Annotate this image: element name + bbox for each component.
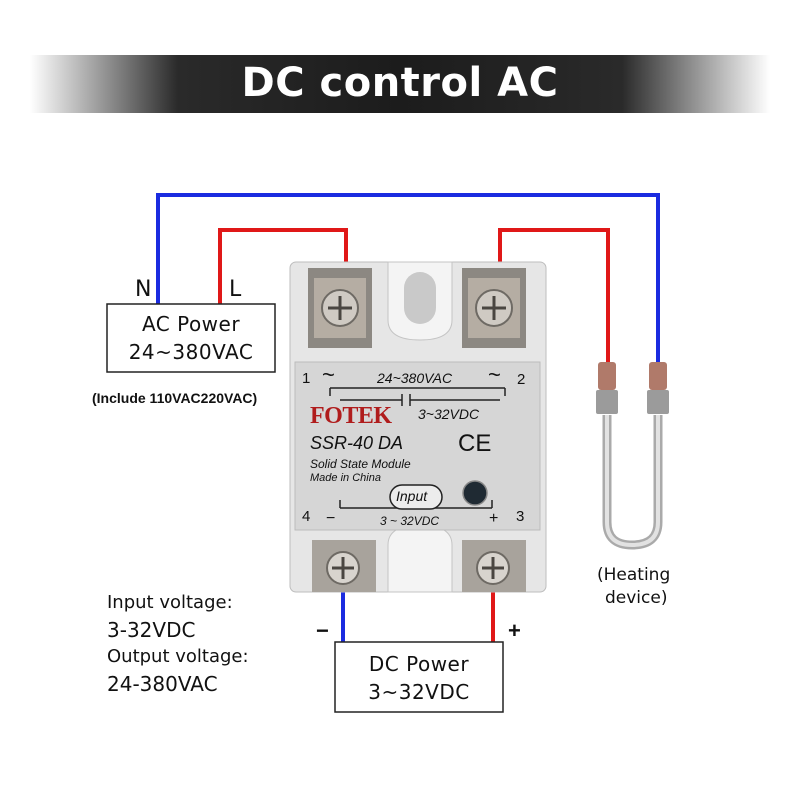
screw-icon [476, 551, 510, 585]
origin-label: Made in China [310, 472, 381, 484]
brand-logo: FOTEK [310, 403, 392, 429]
solid-state-relay [289, 261, 547, 593]
output-voltage-value: 24-380VAC [107, 672, 218, 696]
model-label: SSR-40 DA [310, 433, 404, 453]
dc-power-range: 3~32VDC [368, 680, 470, 704]
ac-power-note: (Include 110VAC220VAC) [92, 390, 258, 406]
terminal-1-label: 1 [302, 370, 311, 387]
ac-range-label: 24~380VAC [377, 370, 453, 386]
ac-tilde-left: ~ [322, 362, 335, 387]
input-label: Input [396, 488, 428, 504]
ac-power-range: 24~380VAC [128, 340, 254, 364]
neutral-label: N [135, 277, 152, 302]
heater-label-line1: (Heating [597, 565, 671, 585]
ce-mark: CE [458, 430, 492, 457]
input-voltage-value: 3-32VDC [107, 618, 196, 642]
dc-minus-label: − [316, 618, 329, 643]
ac-power-label: AC Power 24~380VAC [107, 310, 275, 366]
ac-power-box [106, 303, 276, 373]
input-range-label: 3 ~ 32VDC [380, 514, 440, 528]
dc-range-label: 3~32VDC [418, 406, 480, 422]
dc-power-label: DC Power 3~32VDC [335, 650, 503, 706]
terminal-4-label: 4 [302, 508, 311, 525]
neutral-wire-top [156, 193, 660, 362]
ac-power-title: AC Power [141, 312, 241, 336]
page-title: DC control AC [241, 60, 559, 106]
output-voltage-label: Output voltage: [107, 646, 249, 667]
heater-label-line2: device) [605, 588, 668, 608]
input-voltage-label: Input voltage: [107, 592, 233, 613]
input-plus-label: + [489, 510, 499, 527]
input-label-box [389, 484, 443, 510]
live-wire-heater [498, 228, 610, 362]
input-minus-label: − [326, 510, 336, 527]
dc-power-box [334, 641, 504, 713]
title-banner [30, 55, 770, 113]
live-wire-ac [218, 228, 348, 305]
screw-icon [321, 289, 359, 327]
dc-power-title: DC Power [368, 652, 470, 676]
dc-plus-label: + [508, 618, 521, 643]
module-label: Solid State Module [310, 457, 411, 471]
status-led-icon [462, 480, 488, 506]
terminal-3-label: 3 [516, 508, 525, 525]
terminal-2-label: 2 [517, 371, 526, 388]
live-label: L [229, 277, 242, 302]
heating-element-icon [596, 362, 669, 550]
screw-icon [326, 551, 360, 585]
screw-icon [475, 289, 513, 327]
ac-tilde-right: ~ [488, 362, 501, 387]
